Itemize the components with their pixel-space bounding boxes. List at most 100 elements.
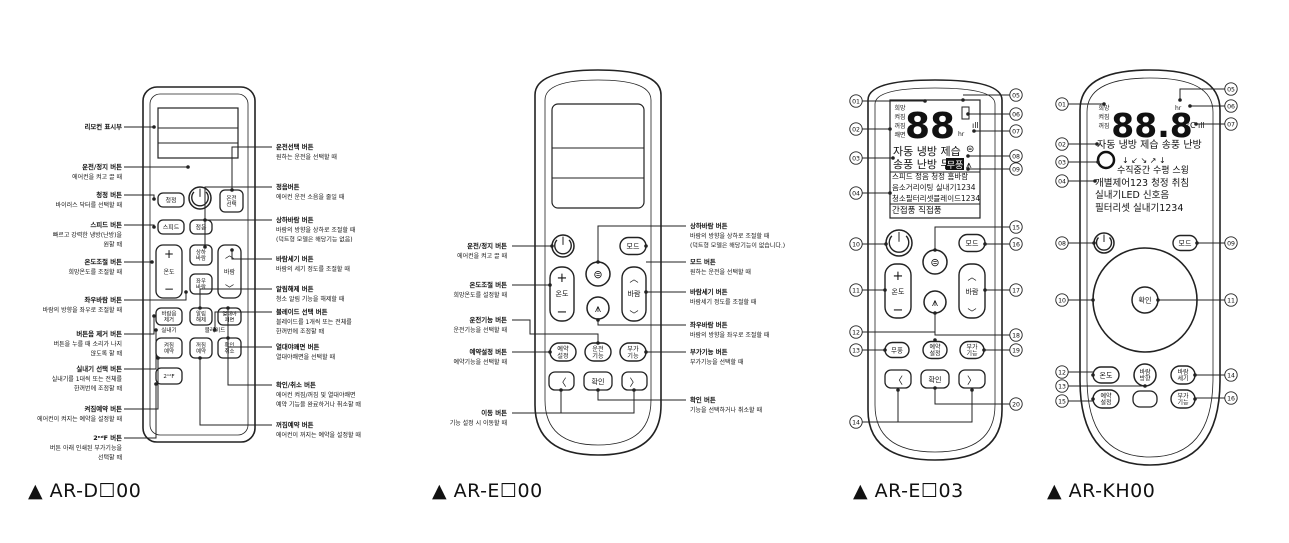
remote2-left-label-3-desc: 예약기능을 선택할 때 [454, 358, 508, 366]
leader-dot [966, 167, 970, 171]
remote3-callout-03-num: 03 [852, 155, 860, 162]
remote2-display [551, 103, 645, 209]
remote3-callout-08-num: 08 [1012, 153, 1020, 160]
remote3-ok-label: 확인 [929, 375, 942, 384]
remote1-left-label-9-desc: 선택할 때 [98, 454, 122, 462]
remote3-windfree-button-label: 무풍 [891, 346, 903, 354]
remote3-callout-09-num: 09 [1012, 166, 1020, 173]
remote3-lcd-row: 자동 냉방 제습 [893, 145, 961, 158]
remote2-left-label-4-desc: 기능 설정 시 이동할 때 [450, 419, 507, 427]
remote2-left-label-1-title: 온도조절 버튼 [469, 280, 507, 289]
leader-dot [970, 388, 974, 392]
remote1-left-label-0-title: 리모컨 표시부 [84, 122, 122, 131]
remote2-right-label-1-desc: 원하는 운전을 선택할 때 [690, 268, 751, 276]
remote2-temp-plus: + [557, 271, 568, 286]
remote3-signal-icon: ıll [972, 121, 979, 130]
leader-dot [184, 290, 188, 294]
remote4-ok-button-label: 확인 [1139, 296, 1152, 305]
remote3-callout-07-num: 07 [1012, 128, 1020, 135]
remote1-left-label-3-title: 스피드 버튼 [90, 220, 122, 229]
remote3-right-button [958, 369, 986, 389]
remote1-right-label-6-title: 열대야쾌면 버튼 [276, 342, 320, 351]
caption-ar-e00: ▲ AR-E☐00 [432, 480, 543, 502]
remote1-left-label-6-title: 버튼음 제거 버튼 [76, 329, 122, 338]
remote1-speed-button [157, 219, 185, 235]
remote2-power-icon [554, 239, 572, 255]
remote2-updown-icon: ⊜ [593, 268, 602, 281]
remote2-right-label-5-title: 확인 버튼 [690, 395, 716, 404]
remote3-lcd-highlight-text: 무풍 [947, 160, 964, 171]
remote3-temp-minus: − [893, 303, 904, 318]
remote2-right-label-1-title: 모드 버튼 [690, 257, 716, 266]
leader-dot [888, 191, 892, 195]
remote2-left-label-0-title: 운전/정지 버튼 [467, 241, 507, 250]
remote1-left-label-1-title: 운전/정지 버튼 [82, 162, 122, 171]
remote1-left-label-4-desc: 희망온도를 조절할 때 [69, 268, 123, 276]
remote3-callout-20-num: 20 [1012, 401, 1020, 408]
leader-dot [1143, 384, 1147, 388]
remote1-right-label-1-desc: 에어컨 운전 소음을 줄일 때 [276, 193, 344, 201]
remote4-callout-leader [1179, 88, 1225, 100]
remote1-left-label-1-desc: 에어컨을 켜고 끌 때 [72, 173, 122, 181]
remote2-right-leader [597, 225, 686, 262]
leader-dot [548, 350, 552, 354]
remote3-temp-label: 온도 [892, 288, 905, 296]
remote1-left-label-9-desc: 버튼 아래 인쇄된 부가기능을 [50, 444, 122, 452]
remote1-temp-label: 온도 [163, 269, 175, 276]
remote1-right-label-2-title: 상하바람 버튼 [276, 215, 314, 224]
remote3-callout-leader [898, 390, 973, 423]
remote2-right-label-2-title: 바람세기 버튼 [690, 287, 728, 296]
remote1-power-icon [191, 191, 209, 207]
leader-dot [884, 242, 888, 246]
leader-dot [1091, 373, 1095, 377]
remote1-2ndf-button-label: 2ⁿᵈF [163, 373, 174, 380]
remote1-right-label-2-desc: 바람의 방향을 상하로 조절할 때 [276, 226, 355, 234]
caption-ar-d00: ▲ AR-D☐00 [28, 480, 142, 502]
leader-dot [1091, 397, 1095, 401]
remote4-lcd-row: 필터리셋 실내기1234 [1095, 202, 1183, 214]
remote4-blank-button [1132, 390, 1158, 408]
leader-dot [1195, 241, 1199, 245]
leader-dot [226, 336, 230, 340]
leader-dot [644, 350, 648, 354]
leader-dot [550, 244, 554, 248]
remote1-left-label-4-title: 온도조절 버튼 [84, 257, 122, 266]
remote1-clean-button [157, 192, 185, 208]
remote1-quiet-button [189, 219, 213, 235]
remote1-right-leader [204, 186, 272, 220]
remote1-right-leader [204, 219, 272, 247]
remote1-left-label-9-title: 2ⁿᵈF 버튼 [93, 433, 122, 442]
remote1-right-label-5-desc: 한꺼번에 조정할 때 [276, 328, 324, 336]
remote2-leftright-icon: ⩚ [595, 302, 601, 315]
remote1-left-label-8-title: 켜짐예약 버튼 [84, 404, 122, 413]
leader-dot [933, 386, 937, 390]
remote1-right-label-4-title: 알림해제 버튼 [276, 284, 314, 293]
leader-dot [896, 388, 900, 392]
remote4-callout-07-num: 07 [1227, 121, 1235, 128]
remote1-right-label-3-desc: 바람의 세기 정도를 조절할 때 [276, 265, 350, 273]
remote1-right-label-5-desc: 블레이드를 1개씩 또는 전체를 [276, 318, 352, 326]
leader-dot [213, 328, 217, 332]
leader-dot [596, 260, 600, 264]
remote1-left-label-3-desc: 원할 때 [104, 241, 122, 249]
remote1-right-label-4-desc: 청소 알림 기능을 해제할 때 [276, 295, 344, 303]
remote2-left-label-3-title: 예약설정 버튼 [469, 347, 507, 356]
leader-dot [1194, 122, 1198, 126]
remote2-right-label-4-title: 부가기능 버튼 [690, 347, 728, 356]
leader-dot [226, 306, 230, 310]
leader-dot [1093, 179, 1097, 183]
leader-dot [230, 248, 234, 252]
remote1-temp-minus: − [164, 282, 174, 296]
leader-dot [972, 129, 976, 133]
leader-dot [966, 154, 970, 158]
remote1-right-label-0-desc: 원하는 운전을 선택할 때 [276, 153, 337, 161]
remote2-right-icon: 〉 [630, 377, 640, 389]
leader-dot [1096, 160, 1100, 164]
remote1-left-label-8-desc: 에어컨이 켜지는 예약을 설정할 때 [37, 415, 122, 423]
leader-dot [883, 288, 887, 292]
remote3-lcd-row: 음소거리이팅 실내기1234 [892, 182, 976, 192]
remote2-right-leader [597, 390, 686, 401]
